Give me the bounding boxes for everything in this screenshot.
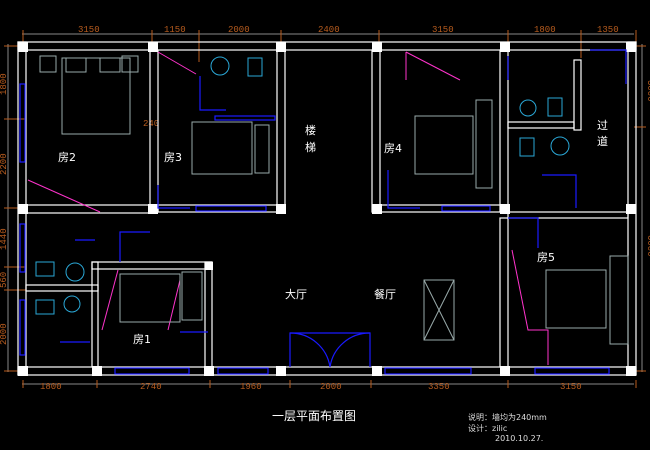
doors [60,49,627,368]
dim-left-3: 1440 [0,228,9,250]
dim-bottom-3: 1960 [240,382,262,392]
dim-bottom-4: 2000 [320,382,342,392]
label-corridor-1: 过 [597,119,608,132]
drawing-title: 一层平面布置图 [272,409,356,423]
room-labels: 房2 房3 楼 梯 房4 过 道 房5 大厅 餐厅 房1 [58,119,608,346]
dim-top-7: 1350 [597,25,619,35]
door-swings [27,51,549,365]
furniture [35,55,629,345]
top-dimensions: 3150 1150 2000 2400 3150 1800 1350 [78,25,619,35]
dim-left-1: 1800 [0,73,9,95]
note-description: 说明：墙均为240mm [468,412,547,422]
left-dimensions: 1800 2200 1440 560 2000 [0,73,9,345]
dim-bottom-5: 3350 [428,382,450,392]
label-stairs-1: 楼 [305,123,316,137]
label-dining: 餐厅 [374,287,396,301]
dim-left-4: 560 [0,272,9,288]
dimension-lines [4,30,646,388]
dim-bottom-2: 2740 [140,382,162,392]
dim-right-1: 3000 [645,80,650,102]
label-hall: 大厅 [285,287,307,301]
dim-top-4: 2400 [318,25,340,35]
dim-left-2: 2200 [0,153,9,175]
label-corridor-2: 道 [597,134,608,148]
dim-top-5: 3150 [432,25,454,35]
dim-top-2: 1150 [164,25,186,35]
label-room1: 房1 [133,333,151,346]
dim-top-3: 2000 [228,25,250,35]
dim-left-5: 2000 [0,323,9,345]
bottom-dimensions: 1800 2740 1960 2000 3350 3150 [40,382,582,392]
label-room4: 房4 [384,142,402,155]
label-room2: 房2 [58,151,76,164]
dim-bottom-1: 1800 [40,382,62,392]
dim-top-6: 1800 [534,25,556,35]
label-room5: 房5 [537,251,555,264]
right-dimensions: 3000 6000 [645,80,650,257]
dim-top-1: 3150 [78,25,100,35]
windows [19,83,610,375]
note-date: 2010.10.27. [495,434,543,443]
note-designer: 设计：zilic [468,423,507,433]
walls [17,41,637,376]
label-room3: 房3 [164,151,182,164]
columns [18,42,636,376]
dim-right-2: 6000 [645,235,650,257]
wall-thickness-mark: 240 [143,119,159,129]
dim-bottom-6: 3150 [560,382,582,392]
label-stairs-2: 梯 [305,141,316,154]
